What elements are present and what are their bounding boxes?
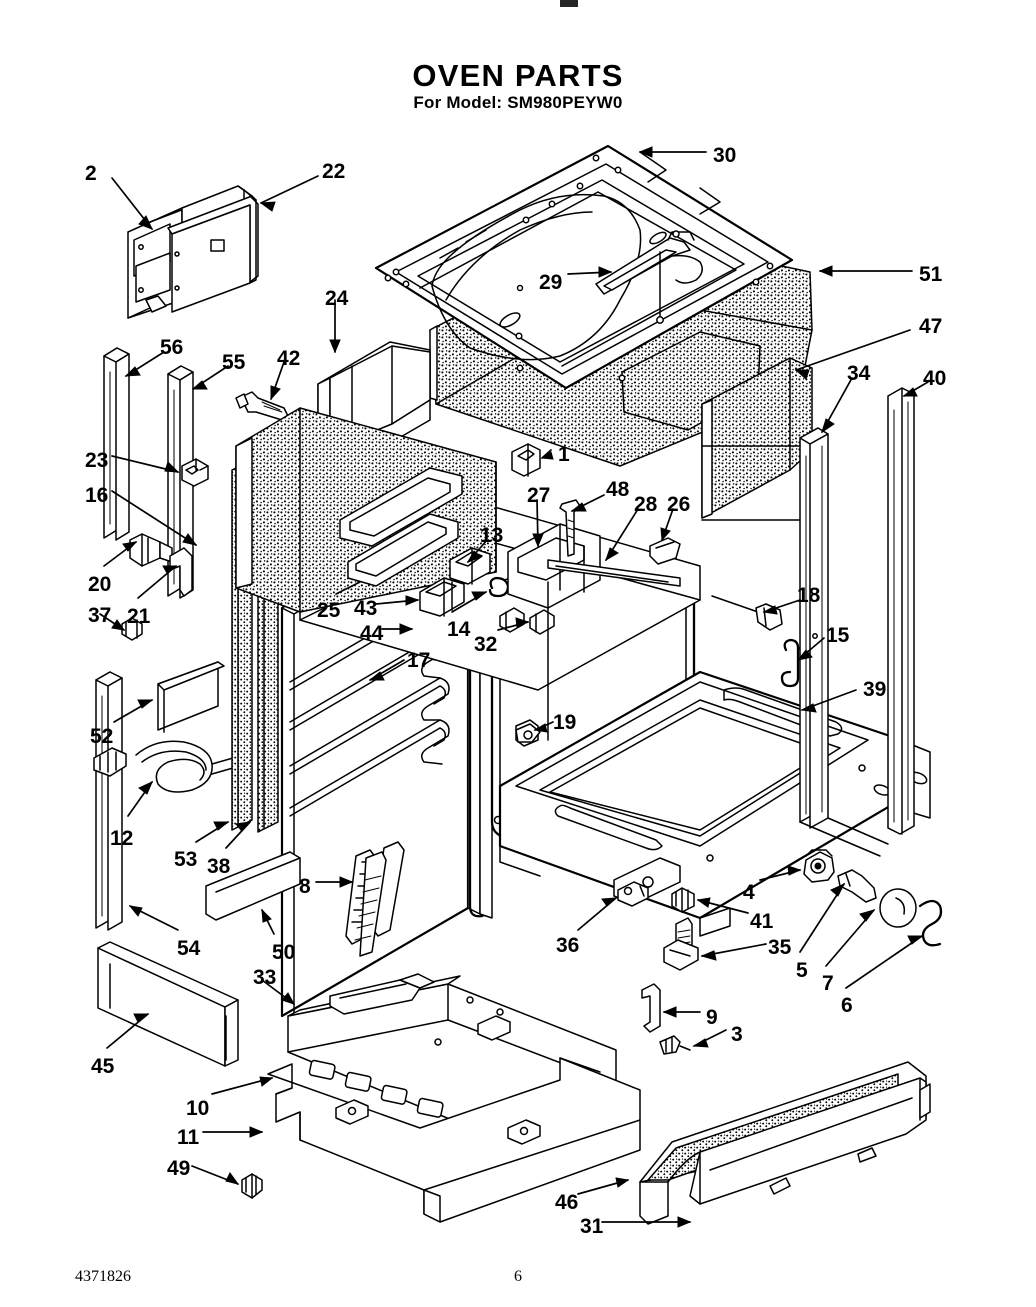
callout-leaders bbox=[99, 146, 929, 1228]
callout-number-8: 8 bbox=[299, 875, 311, 898]
callout-number-31: 31 bbox=[580, 1215, 604, 1238]
part-rail-40 bbox=[887, 387, 915, 835]
part-clip-49 bbox=[241, 1173, 263, 1199]
callout-number-20: 20 bbox=[88, 573, 112, 596]
callout-number-39: 39 bbox=[863, 678, 887, 701]
part-bottom-panel-33 bbox=[287, 973, 617, 1121]
registration-mark bbox=[560, 0, 578, 7]
part-thermostat-assembly bbox=[235, 407, 701, 743]
callout-number-13: 13 bbox=[480, 524, 504, 547]
callout-number-37: 37 bbox=[88, 604, 112, 627]
part-nut-41 bbox=[671, 887, 695, 913]
part-door-spring-8 bbox=[345, 841, 405, 957]
callout-number-6: 6 bbox=[841, 994, 853, 1017]
callout-number-27: 27 bbox=[527, 484, 551, 507]
part-cap-7 bbox=[879, 888, 917, 928]
callout-number-11: 11 bbox=[177, 1126, 200, 1149]
callout-number-2: 2 bbox=[85, 162, 97, 185]
callout-number-12: 12 bbox=[110, 827, 134, 850]
callout-number-25: 25 bbox=[317, 599, 341, 622]
callout-number-24: 24 bbox=[325, 287, 349, 310]
part-bracket-16-20 bbox=[129, 533, 173, 567]
callout-number-9: 9 bbox=[706, 1006, 718, 1029]
callout-number-46: 46 bbox=[555, 1191, 579, 1214]
part-clip-36 bbox=[617, 881, 649, 907]
part-shaft-5 bbox=[837, 869, 877, 903]
callout-number-45: 45 bbox=[91, 1055, 115, 1078]
part-rear-insulation-47 bbox=[701, 357, 813, 519]
callout-number-3: 3 bbox=[731, 1023, 743, 1046]
callout-number-23: 23 bbox=[85, 449, 109, 472]
callout-number-30: 30 bbox=[713, 144, 737, 167]
callout-number-51: 51 bbox=[919, 263, 943, 286]
callout-number-55: 55 bbox=[222, 351, 246, 374]
part-panel-52 bbox=[157, 661, 225, 733]
part-bolt-35 bbox=[663, 917, 699, 971]
callout-number-22: 22 bbox=[322, 160, 346, 183]
part-side-rail-56 bbox=[103, 347, 130, 541]
callout-number-42: 42 bbox=[277, 347, 301, 370]
callout-number-33: 33 bbox=[253, 966, 277, 989]
part-bracket-37 bbox=[121, 617, 143, 641]
callout-number-19: 19 bbox=[553, 711, 577, 734]
callout-number-35: 35 bbox=[768, 936, 792, 959]
callout-number-56: 56 bbox=[160, 336, 184, 359]
callout-number-41: 41 bbox=[750, 910, 774, 933]
callout-number-34: 34 bbox=[847, 362, 871, 385]
part-power-cord-12 bbox=[93, 740, 241, 793]
part-base-shelf-50 bbox=[205, 851, 301, 921]
part-wire-6 bbox=[918, 899, 943, 947]
page-number: 6 bbox=[514, 1268, 522, 1285]
callout-number-15: 15 bbox=[826, 624, 850, 647]
callout-number-14: 14 bbox=[447, 618, 471, 641]
callout-number-16: 16 bbox=[85, 484, 109, 507]
part-screw-42 bbox=[235, 391, 289, 421]
part-bracket-9 bbox=[641, 983, 661, 1033]
callout-number-28: 28 bbox=[634, 493, 658, 516]
callout-number-18: 18 bbox=[797, 584, 821, 607]
callout-number-50: 50 bbox=[272, 941, 296, 964]
callout-number-47: 47 bbox=[919, 315, 943, 338]
callout-number-52: 52 bbox=[90, 725, 114, 748]
callout-number-26: 26 bbox=[667, 493, 691, 516]
callout-number-54: 54 bbox=[177, 937, 201, 960]
part-bracket-23 bbox=[181, 458, 209, 487]
callout-number-38: 38 bbox=[207, 855, 231, 878]
callout-number-32: 32 bbox=[474, 633, 498, 656]
callout-number-7: 7 bbox=[822, 972, 834, 995]
callout-number-36: 36 bbox=[556, 934, 580, 957]
part-front-trim-46-31 bbox=[639, 1061, 931, 1225]
page-subtitle: For Model: SM980PEYW0 bbox=[413, 93, 623, 112]
callout-number-29: 29 bbox=[539, 271, 563, 294]
callout-number-44: 44 bbox=[360, 622, 384, 645]
callout-number-48: 48 bbox=[606, 478, 630, 501]
callout-number-21: 21 bbox=[127, 605, 151, 628]
part-panel-45 bbox=[97, 941, 239, 1067]
part-side-rail-54 bbox=[95, 671, 123, 931]
part-screw-3 bbox=[659, 1035, 691, 1055]
publication-number: 4371826 bbox=[75, 1268, 131, 1285]
part-rail-34 bbox=[799, 427, 829, 829]
callout-number-1: 1 bbox=[558, 443, 570, 466]
callout-number-4: 4 bbox=[743, 881, 755, 904]
callout-number-5: 5 bbox=[796, 959, 808, 982]
callout-number-40: 40 bbox=[923, 367, 947, 390]
callout-number-43: 43 bbox=[354, 597, 378, 620]
part-control-panel-bracket bbox=[127, 185, 259, 319]
page-title: OVEN PARTS bbox=[412, 58, 624, 93]
callout-number-10: 10 bbox=[186, 1097, 210, 1120]
part-bottom-frame-10-11 bbox=[267, 1057, 641, 1223]
part-knob-4 bbox=[803, 849, 835, 883]
callout-number-49: 49 bbox=[167, 1157, 191, 1180]
callout-number-53: 53 bbox=[174, 848, 198, 871]
callout-number-17: 17 bbox=[407, 649, 431, 672]
